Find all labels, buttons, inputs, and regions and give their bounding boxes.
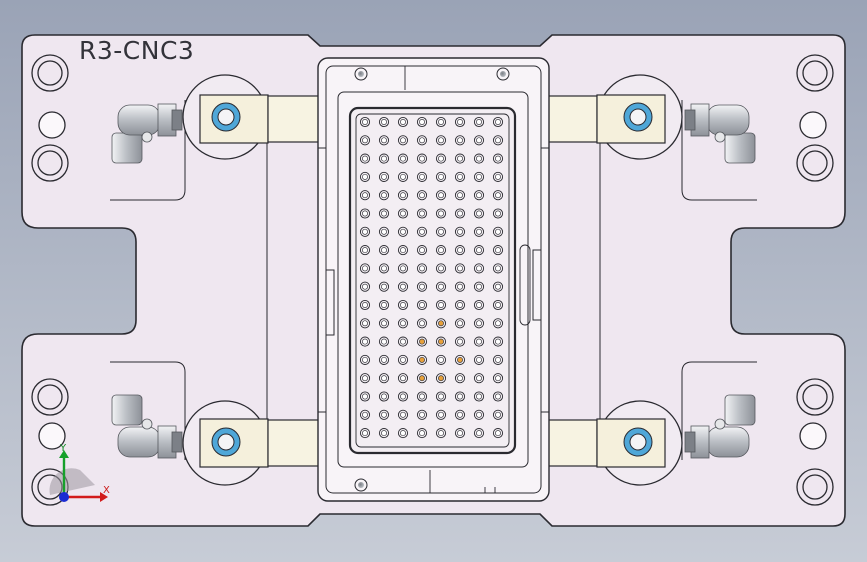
- clamp-bushings: [211, 102, 653, 457]
- pocket-outline-bottom-left: [110, 361, 186, 460]
- mounting-holes: [31, 54, 834, 506]
- y-axis-label: Y: [60, 443, 67, 454]
- pocket-outline-top-right: [681, 100, 757, 201]
- nest-ledge: [337, 91, 529, 468]
- socket-array-frame: [348, 106, 517, 455]
- pocket-outline-top-left: [110, 100, 186, 201]
- pneumatic-elbow-fitting-icon: [111, 103, 756, 459]
- pocket-outline-bottom-right: [681, 361, 757, 460]
- x-axis-label: X: [103, 485, 110, 496]
- socket-holes: [359, 116, 504, 439]
- dowel-holes: [38, 111, 827, 450]
- socket-array-inner: [355, 113, 510, 448]
- coordinate-triad-icon: [49, 450, 108, 502]
- nest-screws: [354, 67, 510, 492]
- nest-slot: [484, 487, 496, 493]
- nest-side-slot: [519, 244, 531, 326]
- nest-notches: [318, 147, 549, 413]
- part-name-label: R3-CNC3: [79, 36, 195, 65]
